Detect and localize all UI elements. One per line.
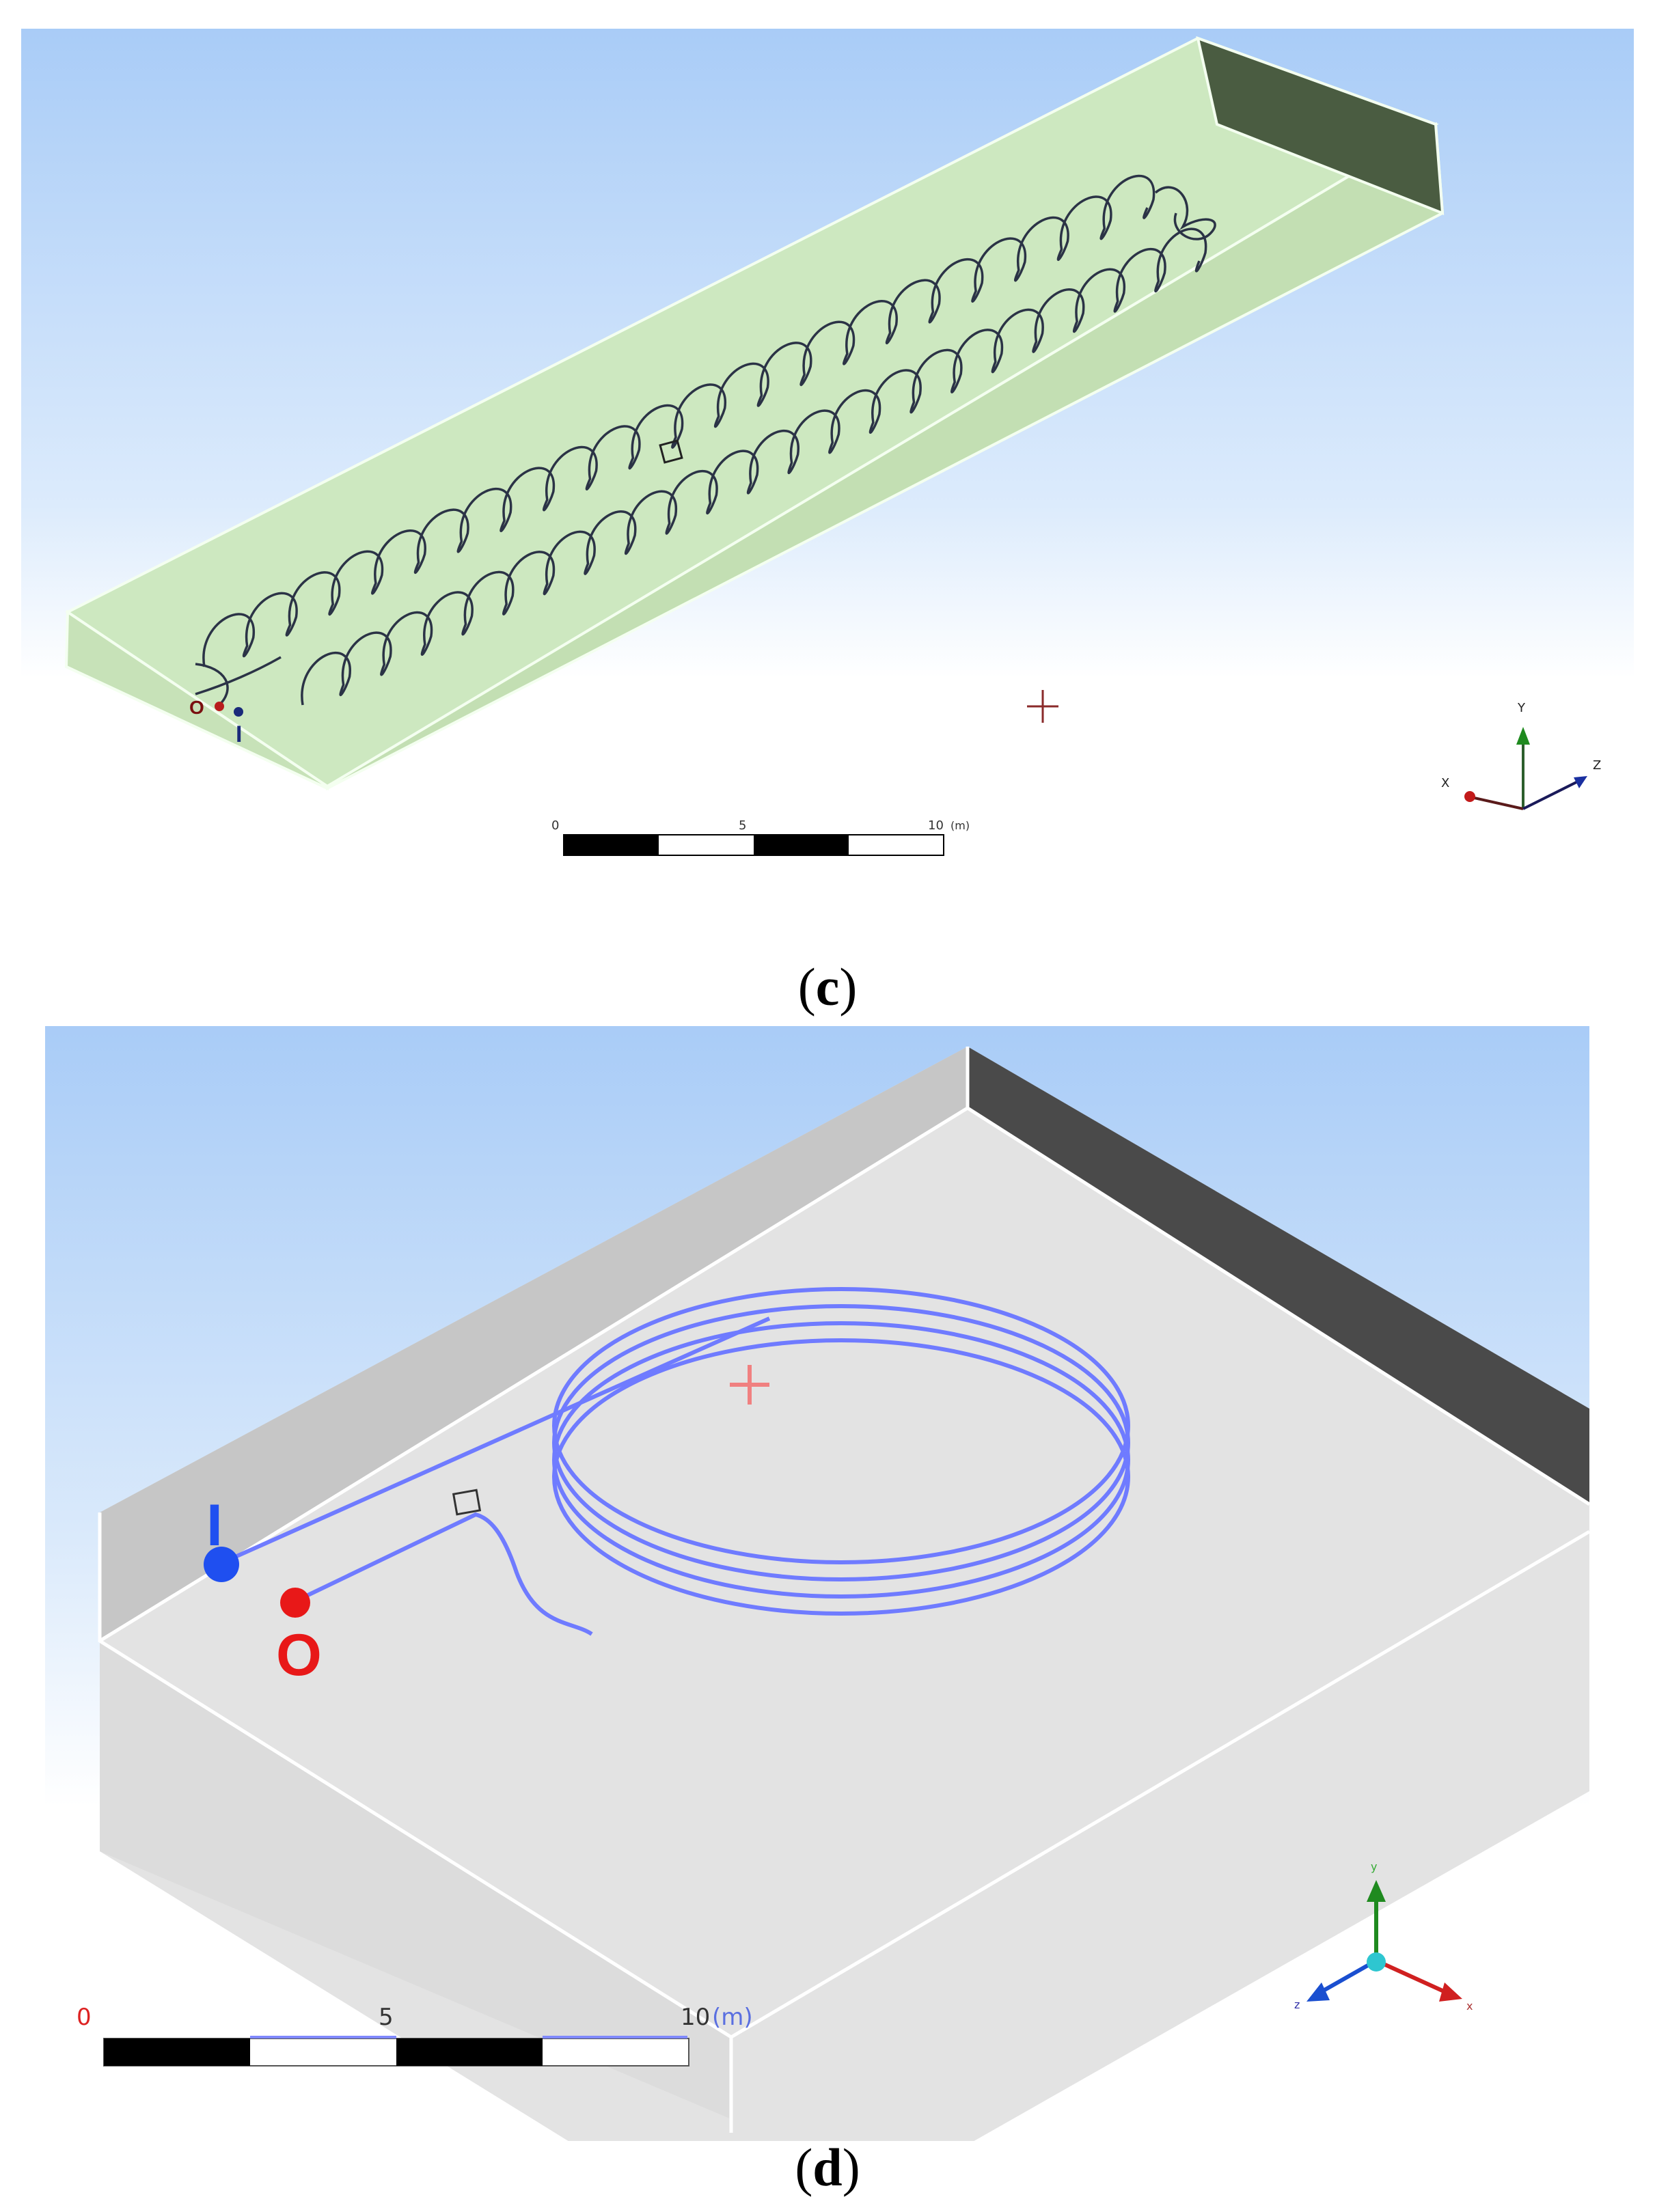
domain-box-back-right-wall [968, 1047, 1589, 1504]
origin-cross-marker [1027, 690, 1058, 723]
outlet-marker [215, 702, 224, 711]
triad-z-label: z [1294, 1998, 1300, 2011]
inlet-pipe [220, 1316, 771, 1565]
axis-triad: Y X Z [1441, 701, 1601, 810]
panel-c-scene: O I 0 5 10 (m) Y X Z [21, 29, 1634, 895]
domain-box-front-face [100, 1641, 731, 2119]
axis-triad: y z x [1294, 1860, 1473, 2013]
probe-square [452, 1489, 482, 1516]
origin-cross-marker [730, 1365, 769, 1405]
outlet-label: O [189, 697, 204, 718]
scale-tick-10: 10 [928, 818, 944, 833]
triad-z-label: Z [1593, 758, 1601, 773]
scale-tick-5: 5 [379, 2004, 394, 2031]
panel-d-scene: I O 0 5 10 (m) y z x [45, 1026, 1589, 2141]
helical-coil-upper [202, 174, 1155, 667]
panel-c-viewport: O I 0 5 10 (m) Y X Z [21, 29, 1634, 895]
outlet-pipe [297, 1512, 593, 1636]
triad-y-label: y [1371, 1860, 1377, 1873]
scale-unit: (m) [950, 819, 970, 832]
scale-tick-10: 10 [681, 2004, 710, 2031]
inlet-marker [234, 707, 243, 717]
inlet-label: I [206, 1493, 223, 1558]
scale-tick-5: 5 [739, 818, 746, 833]
caption-c: (c) [797, 957, 858, 1017]
inlet-marker [204, 1547, 239, 1582]
outlet-label: O [276, 1622, 322, 1688]
scale-bar: 0 5 10 (m) [551, 818, 970, 856]
scale-tick-0: 0 [77, 2004, 92, 2031]
coil-end-loop [1154, 186, 1216, 240]
outlet-marker [280, 1588, 310, 1618]
inlet-label: I [236, 721, 242, 747]
scale-unit: (m) [712, 2004, 753, 2031]
caption-c-letter: c [815, 957, 840, 1017]
triad-x-label: x [1466, 2000, 1473, 2013]
inlet-pipe [195, 656, 282, 695]
caption-d: (d) [795, 2138, 860, 2197]
triad-y-label: Y [1517, 701, 1526, 715]
triad-x-label: X [1441, 776, 1449, 790]
caption-d-letter: d [812, 2138, 843, 2197]
helical-coil-lower [301, 227, 1207, 706]
panel-d-viewport: I O 0 5 10 (m) y z x [45, 1026, 1589, 2141]
outlet-pipe [195, 663, 229, 706]
probe-square [659, 439, 683, 464]
spiral-coil [552, 1287, 1130, 1616]
scale-tick-0: 0 [551, 818, 559, 833]
domain-box-back-left-wall [100, 1047, 968, 1641]
domain-box-end-face [1196, 36, 1445, 216]
scale-bar: 0 5 10 (m) [77, 2004, 753, 2066]
